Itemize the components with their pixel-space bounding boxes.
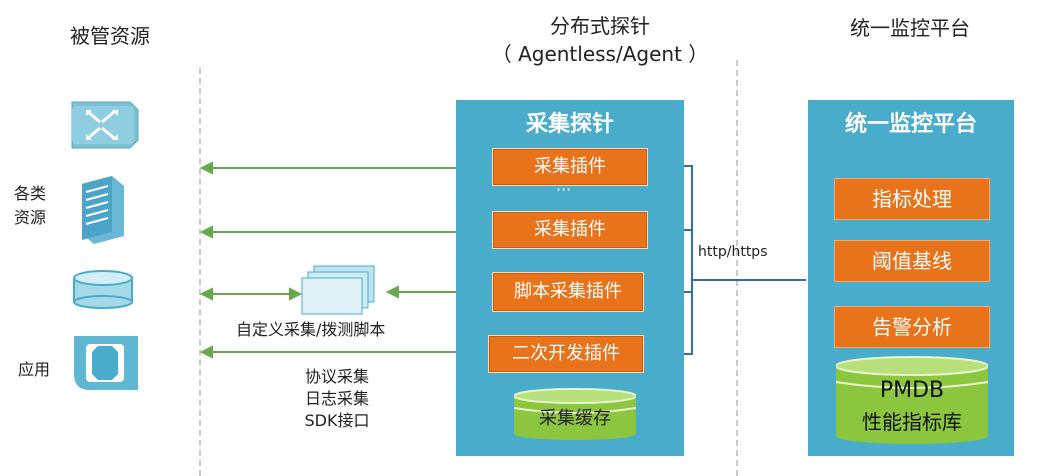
plugin-ellipsis: ··· bbox=[556, 180, 572, 199]
header-managed-resources: 被管资源 bbox=[70, 24, 150, 48]
label-resources: 各类 资源 bbox=[14, 184, 47, 227]
http-label: http/https bbox=[698, 244, 768, 260]
plugin-script: 脚本采集插件 bbox=[492, 272, 644, 312]
plugin-collect-2: 采集插件 bbox=[492, 211, 648, 249]
protocol-list: 协议采集 日志采集 SDK接口 bbox=[296, 366, 378, 432]
module-threshold-baseline: 阈值基线 bbox=[834, 240, 990, 282]
platform-panel: 统一监控平台 指标处理 阈值基线 告警分析 PMDB 性能指标库 bbox=[808, 100, 1014, 456]
protocol-item: 协议采集 bbox=[304, 367, 369, 386]
plugin-secondary-dev: 二次开发插件 bbox=[488, 335, 644, 373]
header-platform: 统一监控平台 bbox=[850, 16, 970, 40]
server-icon bbox=[82, 176, 124, 244]
pmdb-database: PMDB 性能指标库 bbox=[836, 356, 988, 446]
label-custom-collect: 自定义采集/拨测脚本 bbox=[236, 320, 386, 339]
probe-panel: 采集探针 采集插件 ··· 采集插件 脚本采集插件 二次开发插件 采集缓存 bbox=[456, 100, 684, 456]
header-probe-subtitle: （ Agentless/Agent ） bbox=[491, 42, 709, 66]
collect-cache: 采集缓存 bbox=[514, 388, 636, 442]
router-icon bbox=[71, 101, 139, 149]
label-application: 应用 bbox=[18, 360, 51, 379]
pmdb-name: PMDB bbox=[879, 378, 945, 403]
pmdb-subtitle: 性能指标库 bbox=[862, 410, 962, 434]
application-icon bbox=[74, 336, 138, 390]
platform-panel-title: 统一监控平台 bbox=[844, 112, 977, 137]
module-metric-processing: 指标处理 bbox=[834, 178, 990, 220]
module-alert-analysis: 告警分析 bbox=[834, 306, 990, 348]
pmdb-cylinder-icon bbox=[836, 356, 988, 444]
header-probe-title: 分布式探针 bbox=[550, 14, 650, 38]
divider-left bbox=[199, 68, 201, 476]
protocol-item: 日志采集 bbox=[304, 389, 369, 408]
cache-label: 采集缓存 bbox=[539, 408, 611, 429]
plugin-collect-1: 采集插件 bbox=[492, 148, 648, 186]
divider-right bbox=[736, 60, 738, 476]
database-icon bbox=[73, 270, 133, 309]
protocol-item: SDK接口 bbox=[304, 411, 370, 430]
probe-panel-title: 采集探针 bbox=[525, 112, 614, 137]
documents-icon bbox=[301, 265, 375, 315]
cache-cylinder-icon bbox=[514, 388, 636, 440]
